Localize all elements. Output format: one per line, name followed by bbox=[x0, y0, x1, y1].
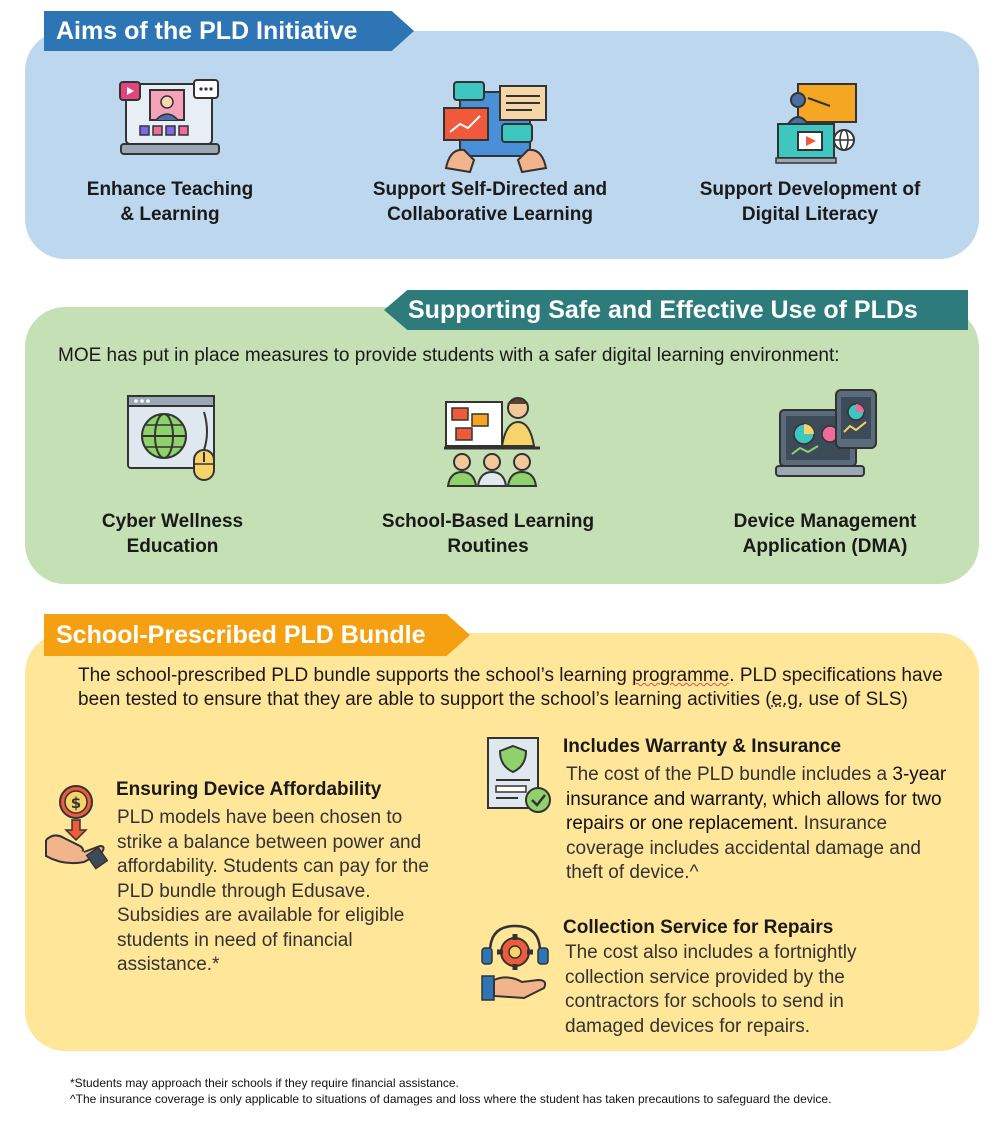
shield-certificate-icon bbox=[487, 737, 551, 813]
hand-coin-icon: $ bbox=[45, 785, 108, 870]
svg-text:$: $ bbox=[71, 794, 81, 812]
warranty-highlight: 3-year insurance and warranty, which all… bbox=[566, 764, 947, 834]
device-dashboard-icon bbox=[775, 389, 877, 477]
eg-abbrev: e.g. bbox=[771, 689, 804, 710]
bundle-banner: School-Prescribed PLD Bundle bbox=[44, 614, 470, 656]
aim-label-self-directed: Support Self-Directed and Collaborative … bbox=[372, 179, 608, 225]
measure-label-routines: School-Based Learning Routines bbox=[381, 511, 595, 557]
warranty-title: Includes Warranty & Insurance bbox=[563, 736, 842, 757]
repairs-title: Collection Service for Repairs bbox=[563, 917, 834, 938]
measure-label-cyber-wellness: Cyber Wellness Education bbox=[101, 511, 244, 557]
digital-literacy-presentation-icon bbox=[775, 83, 857, 164]
programme-word: programme bbox=[632, 665, 730, 686]
footnotes: *Students may approach their schools if … bbox=[70, 1075, 831, 1107]
footnote-financial: *Students may approach their schools if … bbox=[70, 1076, 459, 1090]
aims-banner: Aims of the PLD Initiative bbox=[44, 11, 414, 51]
classroom-teacher-icon bbox=[444, 397, 540, 487]
tablet-collaboration-icon bbox=[443, 81, 548, 174]
aim-label-digital-literacy: Support Development of Digital Literacy bbox=[699, 179, 921, 225]
footnote-insurance: ^The insurance coverage is only applicab… bbox=[70, 1092, 832, 1106]
aim-label-teaching: Enhance Teaching & Learning bbox=[86, 179, 254, 225]
safe-use-intro: MOE has put in place measures to provide… bbox=[58, 345, 840, 366]
bundle-intro: The school-prescribed PLD bundle support… bbox=[78, 665, 943, 710]
globe-browser-icon bbox=[127, 395, 215, 481]
affordability-text: PLD models have been chosen to strike a … bbox=[117, 807, 429, 975]
safe-use-banner: Supporting Safe and Effective Use of PLD… bbox=[384, 290, 968, 330]
affordability-title: Ensuring Device Affordability bbox=[116, 779, 382, 800]
repairs-text: The cost also includes a fortnightly col… bbox=[565, 942, 857, 1037]
measure-label-dma: Device Management Application (DMA) bbox=[733, 511, 917, 557]
online-teaching-laptop-icon bbox=[119, 79, 220, 155]
warranty-text: The cost of the PLD bundle includes a 3-… bbox=[566, 764, 947, 883]
gear-support-hand-icon bbox=[481, 924, 549, 1001]
